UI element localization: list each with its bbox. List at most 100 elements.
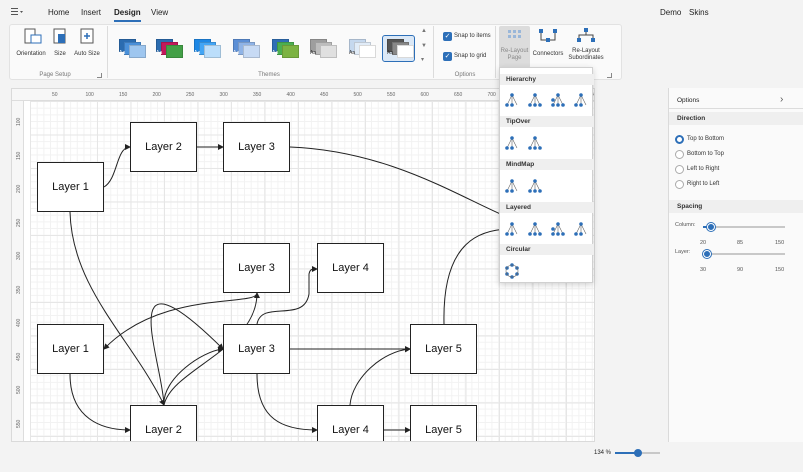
relayout-page-icon <box>508 30 521 38</box>
layer-slider-thumb[interactable] <box>703 250 712 258</box>
tab-demo[interactable]: Demo <box>660 8 682 17</box>
layout-option-icon[interactable] <box>504 178 520 194</box>
zoom-level: 134 % <box>594 450 612 456</box>
theme-swatch[interactable]: Aa <box>306 36 337 61</box>
tab-view[interactable]: View <box>151 8 169 17</box>
layout-option-icon[interactable] <box>504 263 520 279</box>
layout-option-icon[interactable] <box>527 178 543 194</box>
connector-line[interactable] <box>103 144 131 188</box>
panel-expand-icon[interactable]: › <box>780 94 784 105</box>
tab-insert[interactable]: Insert <box>81 8 102 17</box>
options-group-label: Options <box>454 72 476 78</box>
layout-option-icon[interactable] <box>573 221 589 237</box>
theme-swatch[interactable]: Aa <box>345 36 376 61</box>
orientation-label: Orientation <box>16 51 46 57</box>
layer-slider-track[interactable] <box>703 253 785 255</box>
themes-scroll-down-icon[interactable]: ▼ <box>421 43 427 49</box>
theme-swatch[interactable]: Aa <box>268 36 299 61</box>
ruler-tick-label: 300 <box>219 92 228 98</box>
theme-color-block <box>243 45 260 58</box>
connector-line[interactable] <box>349 346 411 406</box>
ribbon-separator <box>495 26 496 78</box>
zoom-slider-thumb[interactable] <box>633 449 642 457</box>
layout-glyph-icon <box>505 179 518 193</box>
theme-swatch[interactable]: Aa <box>229 36 260 61</box>
connector-line[interactable] <box>69 373 131 433</box>
ribbon-tab-bar: Home Insert Design View Demo Skins <box>0 0 803 24</box>
layout-option-icon[interactable] <box>527 135 543 151</box>
diagram-node[interactable]: Layer 2 <box>130 122 197 172</box>
layout-option-icon[interactable] <box>527 221 543 237</box>
dropdown-section-header <box>500 74 594 85</box>
connector-line[interactable] <box>256 373 318 433</box>
page-setup-launcher-icon[interactable] <box>97 73 102 78</box>
column-max: 150 <box>775 240 785 246</box>
ruler-tick-label: 600 <box>420 92 429 98</box>
diagram-node[interactable]: Layer 4 <box>317 405 384 441</box>
diagram-node[interactable]: Layer 4 <box>317 243 384 293</box>
tab-skins[interactable]: Skins <box>689 8 709 17</box>
connector-line[interactable] <box>289 146 513 220</box>
connector-line[interactable] <box>103 292 258 350</box>
column-min: 20 <box>700 240 707 246</box>
theme-color-block <box>359 45 376 58</box>
ruler-tick-label: 650 <box>454 92 463 98</box>
diagram-node[interactable]: Layer 3 <box>223 324 290 374</box>
tab-home[interactable]: Home <box>48 8 70 17</box>
theme-swatch[interactable]: Aa <box>382 35 415 62</box>
column-slider-track[interactable] <box>703 226 785 228</box>
theme-swatch[interactable]: Aa <box>190 36 221 61</box>
direction-radio[interactable] <box>675 165 684 174</box>
layout-launcher-icon[interactable] <box>607 73 612 78</box>
diagram-node[interactable]: Layer 5 <box>410 324 477 374</box>
themes-scroll-up-icon[interactable]: ▲ <box>421 28 427 34</box>
page-setup-group-label: Page Setup <box>39 72 71 78</box>
theme-swatch[interactable]: Aa <box>152 36 183 61</box>
connector-line[interactable] <box>163 292 260 406</box>
direction-radio[interactable] <box>675 180 684 189</box>
connector-line[interactable] <box>150 303 224 406</box>
theme-sample-text: Aa <box>194 50 201 56</box>
theme-swatch[interactable]: Aa <box>115 36 146 61</box>
connector-line[interactable] <box>163 346 224 406</box>
dropdown-section-header <box>500 116 594 127</box>
ruler-tick-label: 700 <box>487 92 496 98</box>
layout-option-icon[interactable] <box>550 221 566 237</box>
auto-size-button[interactable]: Auto Size <box>73 26 101 66</box>
theme-color-block <box>320 45 337 58</box>
app-menu-icon[interactable] <box>11 8 23 16</box>
layout-option-icon[interactable] <box>504 92 520 108</box>
snap-to-items-checkbox[interactable]: ✓ <box>443 32 452 41</box>
layout-option-icon[interactable] <box>504 135 520 151</box>
connector-line[interactable] <box>69 211 165 406</box>
diagram-node[interactable]: Layer 3 <box>223 122 290 172</box>
direction-option-label: Left to Right <box>687 166 720 172</box>
layer-label: Layer: <box>675 249 691 255</box>
ruler-tick-label: 250 <box>186 92 195 98</box>
direction-option-label: Right to Left <box>687 181 720 187</box>
relayout-page-button[interactable]: Re-Layout Page <box>499 26 530 68</box>
diagram-node[interactable]: Layer 5 <box>410 405 477 441</box>
diagram-node[interactable]: Layer 3 <box>223 243 290 293</box>
tab-design[interactable]: Design <box>114 8 141 22</box>
snap-to-grid-checkbox[interactable]: ✓ <box>443 52 452 61</box>
size-button[interactable]: Size <box>49 26 71 66</box>
direction-radio[interactable] <box>675 150 684 159</box>
themes-more-icon[interactable]: ▾ <box>421 57 425 63</box>
ruler-tick-label: 150 <box>119 92 128 98</box>
relayout-subordinates-button[interactable]: Re-Layout Subordinates <box>566 26 606 68</box>
layout-option-icon[interactable] <box>573 92 589 108</box>
orientation-button[interactable]: Orientation <box>15 26 47 66</box>
layout-option-icon[interactable] <box>527 92 543 108</box>
layout-option-icon[interactable] <box>550 92 566 108</box>
connector-line[interactable] <box>256 266 318 325</box>
diagram-node[interactable]: Layer 2 <box>130 405 197 441</box>
direction-radio[interactable] <box>675 135 684 144</box>
layout-option-icon[interactable] <box>504 221 520 237</box>
connectors-button[interactable]: Connectors <box>532 26 564 68</box>
diagram-node[interactable]: Layer 1 <box>37 324 104 374</box>
column-slider-thumb[interactable] <box>707 223 716 231</box>
diagram-node[interactable]: Layer 1 <box>37 162 104 212</box>
layout-glyph-icon <box>505 263 519 279</box>
